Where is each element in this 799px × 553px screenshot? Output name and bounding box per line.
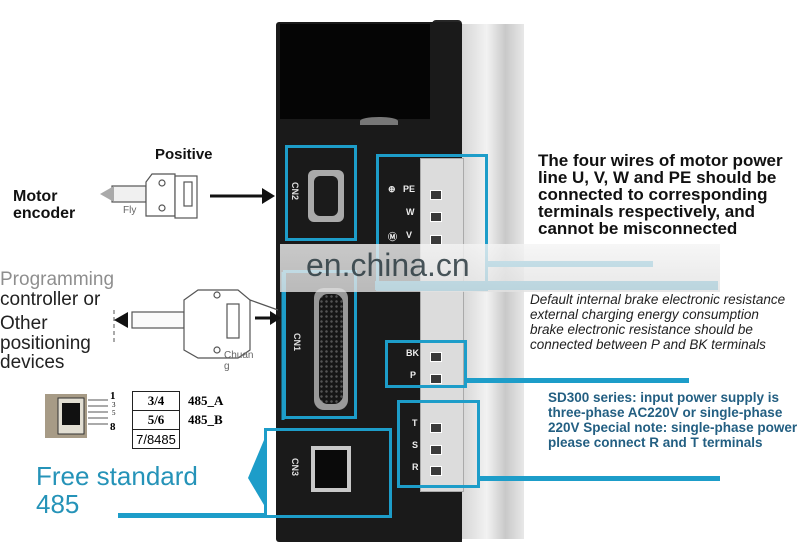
cn2-highlight [285, 145, 357, 241]
terminal-label-p: P [410, 370, 417, 380]
programming-label: Programming [0, 269, 115, 290]
other-label: Other [0, 313, 48, 334]
free-485-label: Free standard 485 [36, 462, 198, 518]
chuang-tag: Chuan g [224, 350, 254, 372]
watermark-band [280, 244, 720, 292]
controller-label: controller or [0, 289, 101, 310]
table-row: 7/8485 [132, 429, 235, 449]
display-panel [280, 24, 430, 119]
table-row: 5/6 485_B [132, 410, 235, 430]
pins-cell: 7/8485 [132, 429, 180, 449]
terminal-slot-pe [430, 190, 442, 200]
cn3-rj45-port [311, 446, 351, 492]
pins-cell: 5/6 [132, 410, 180, 430]
power-terminal-highlight [397, 400, 480, 488]
motor-encoder-label: Motor encoder [13, 188, 76, 222]
terminal-slot-p [430, 374, 442, 384]
pin-5: 5 [112, 409, 116, 417]
power-leader [480, 476, 720, 481]
signal-cell [180, 430, 235, 449]
terminal-label-s: S [412, 440, 419, 450]
encoder-arrow-left [100, 186, 114, 202]
terminal-label-pe: PE [403, 184, 416, 194]
terminal-label-bk: BK [406, 348, 419, 358]
terminal-slot-t [430, 423, 442, 433]
watermark: en.china.cn [306, 247, 470, 283]
signal-cell: 485_A [188, 393, 224, 408]
terminal-block [420, 158, 464, 492]
cover-latch [360, 117, 398, 125]
pin-1: 1 [110, 390, 116, 402]
signal-cell: 485_B [188, 412, 223, 427]
positioning-label: positioning [0, 333, 91, 354]
terminal-label-v: V [406, 230, 413, 240]
positive-label: Positive [155, 146, 213, 163]
terminal-slot-r [430, 466, 442, 476]
terminal-label-t: T [412, 418, 418, 428]
cn1-arrow-left [114, 312, 128, 328]
pin-8: 8 [110, 421, 116, 433]
encoder-arrow-right [262, 188, 275, 204]
ground-icon: ⊕ [388, 184, 396, 194]
brake-leader [467, 378, 689, 383]
terminal-slot-s [430, 445, 442, 455]
cn3-highlight [264, 428, 392, 518]
power-supply-note: SD300 series: input power supply is thre… [548, 390, 798, 450]
terminal-slot-bk [430, 352, 442, 362]
cn3-leader [118, 513, 266, 518]
cn1-db44-connector [314, 288, 348, 410]
fly-tag: Fly [123, 205, 137, 216]
motor-icon: Ⓜ [388, 232, 398, 242]
cn1-plug-drawing [131, 289, 279, 359]
terminal-label-w: W [406, 207, 415, 217]
pins-cell: 3/4 [132, 391, 180, 411]
table-row: 3/4 485_A [132, 391, 235, 411]
cn3-pointer [248, 440, 264, 505]
encoder-plug-drawing [111, 173, 198, 219]
cn1-arrow-right [270, 311, 281, 325]
terminal-label-r: R [412, 462, 419, 472]
cn2-db15-connector [308, 170, 344, 222]
brake-terminal-highlight [385, 340, 467, 388]
free-485-line1: Free standard [36, 461, 198, 491]
rj45-pinout-table: 3/4 485_A 5/6 485_B 7/8485 [132, 391, 235, 449]
brake-resistor-note: Default internal brake electronic resist… [530, 292, 786, 352]
pin-3: 3 [112, 401, 116, 409]
terminal-slot-w [430, 212, 442, 222]
rj45-thumbnail [45, 394, 108, 438]
motor-wires-note: The four wires of motor power line U, V,… [538, 151, 783, 238]
free-485-line2: 485 [36, 489, 80, 519]
devices-label: devices [0, 352, 65, 373]
